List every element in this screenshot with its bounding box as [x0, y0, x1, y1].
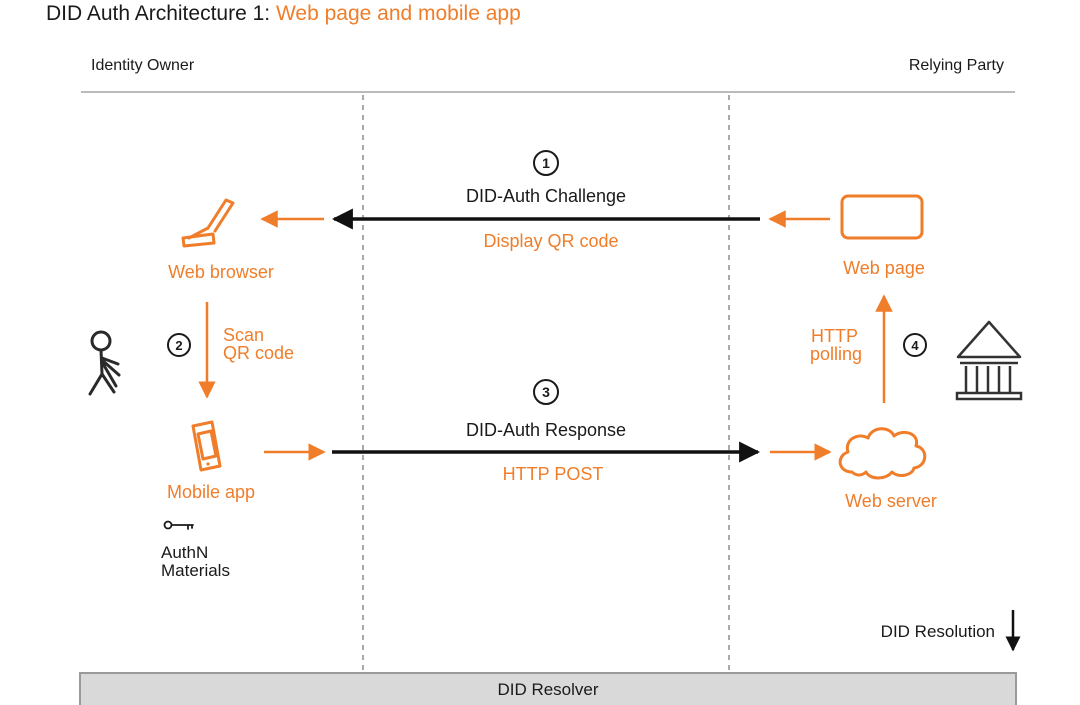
- challenge-label: DID-Auth Challenge: [466, 186, 626, 206]
- stick-figure-icon: [88, 330, 121, 396]
- browser-window-icon: [840, 194, 924, 240]
- response-label: DID-Auth Response: [466, 420, 626, 440]
- scan-label-line1: Scan: [223, 325, 264, 345]
- step-2-marker: 2: [167, 333, 191, 357]
- did-resolver-bar: DID Resolver: [79, 672, 1017, 705]
- web-server-label: Web server: [845, 491, 937, 511]
- web-browser-label: Web browser: [168, 262, 274, 282]
- cloud-icon: [838, 427, 927, 480]
- diagram-title: DID Auth Architecture 1: Web page and mo…: [46, 2, 521, 25]
- web-page-label: Web page: [843, 258, 925, 278]
- polling-label-line2: polling: [810, 344, 862, 364]
- authn-label-line1: AuthN: [161, 543, 208, 562]
- challenge-sublabel: Display QR code: [483, 231, 618, 251]
- mobile-phone-icon: [191, 420, 222, 472]
- polling-label-line1: HTTP: [811, 326, 858, 346]
- did-resolver-label: DID Resolver: [497, 680, 598, 699]
- response-sublabel: HTTP POST: [503, 464, 604, 484]
- svg-text:2: 2: [175, 338, 182, 353]
- lane-label-identity-owner: Identity Owner: [91, 57, 195, 74]
- scan-label-line2: QR code: [223, 343, 294, 363]
- step-4-marker: 4: [903, 333, 927, 357]
- bank-building-icon: [955, 320, 1023, 401]
- lane-label-relying-party: Relying Party: [909, 57, 1004, 74]
- did-resolution-label: DID Resolution: [881, 622, 995, 641]
- key-icon: [163, 520, 194, 530]
- mobile-app-label: Mobile app: [167, 482, 255, 502]
- svg-text:4: 4: [911, 338, 919, 353]
- step-3-marker: 3: [533, 379, 559, 405]
- svg-text:1: 1: [542, 155, 550, 171]
- authn-label-line2: Materials: [161, 561, 230, 580]
- laptop-icon: [181, 198, 235, 248]
- svg-text:3: 3: [542, 384, 550, 400]
- step-1-marker: 1: [533, 150, 559, 176]
